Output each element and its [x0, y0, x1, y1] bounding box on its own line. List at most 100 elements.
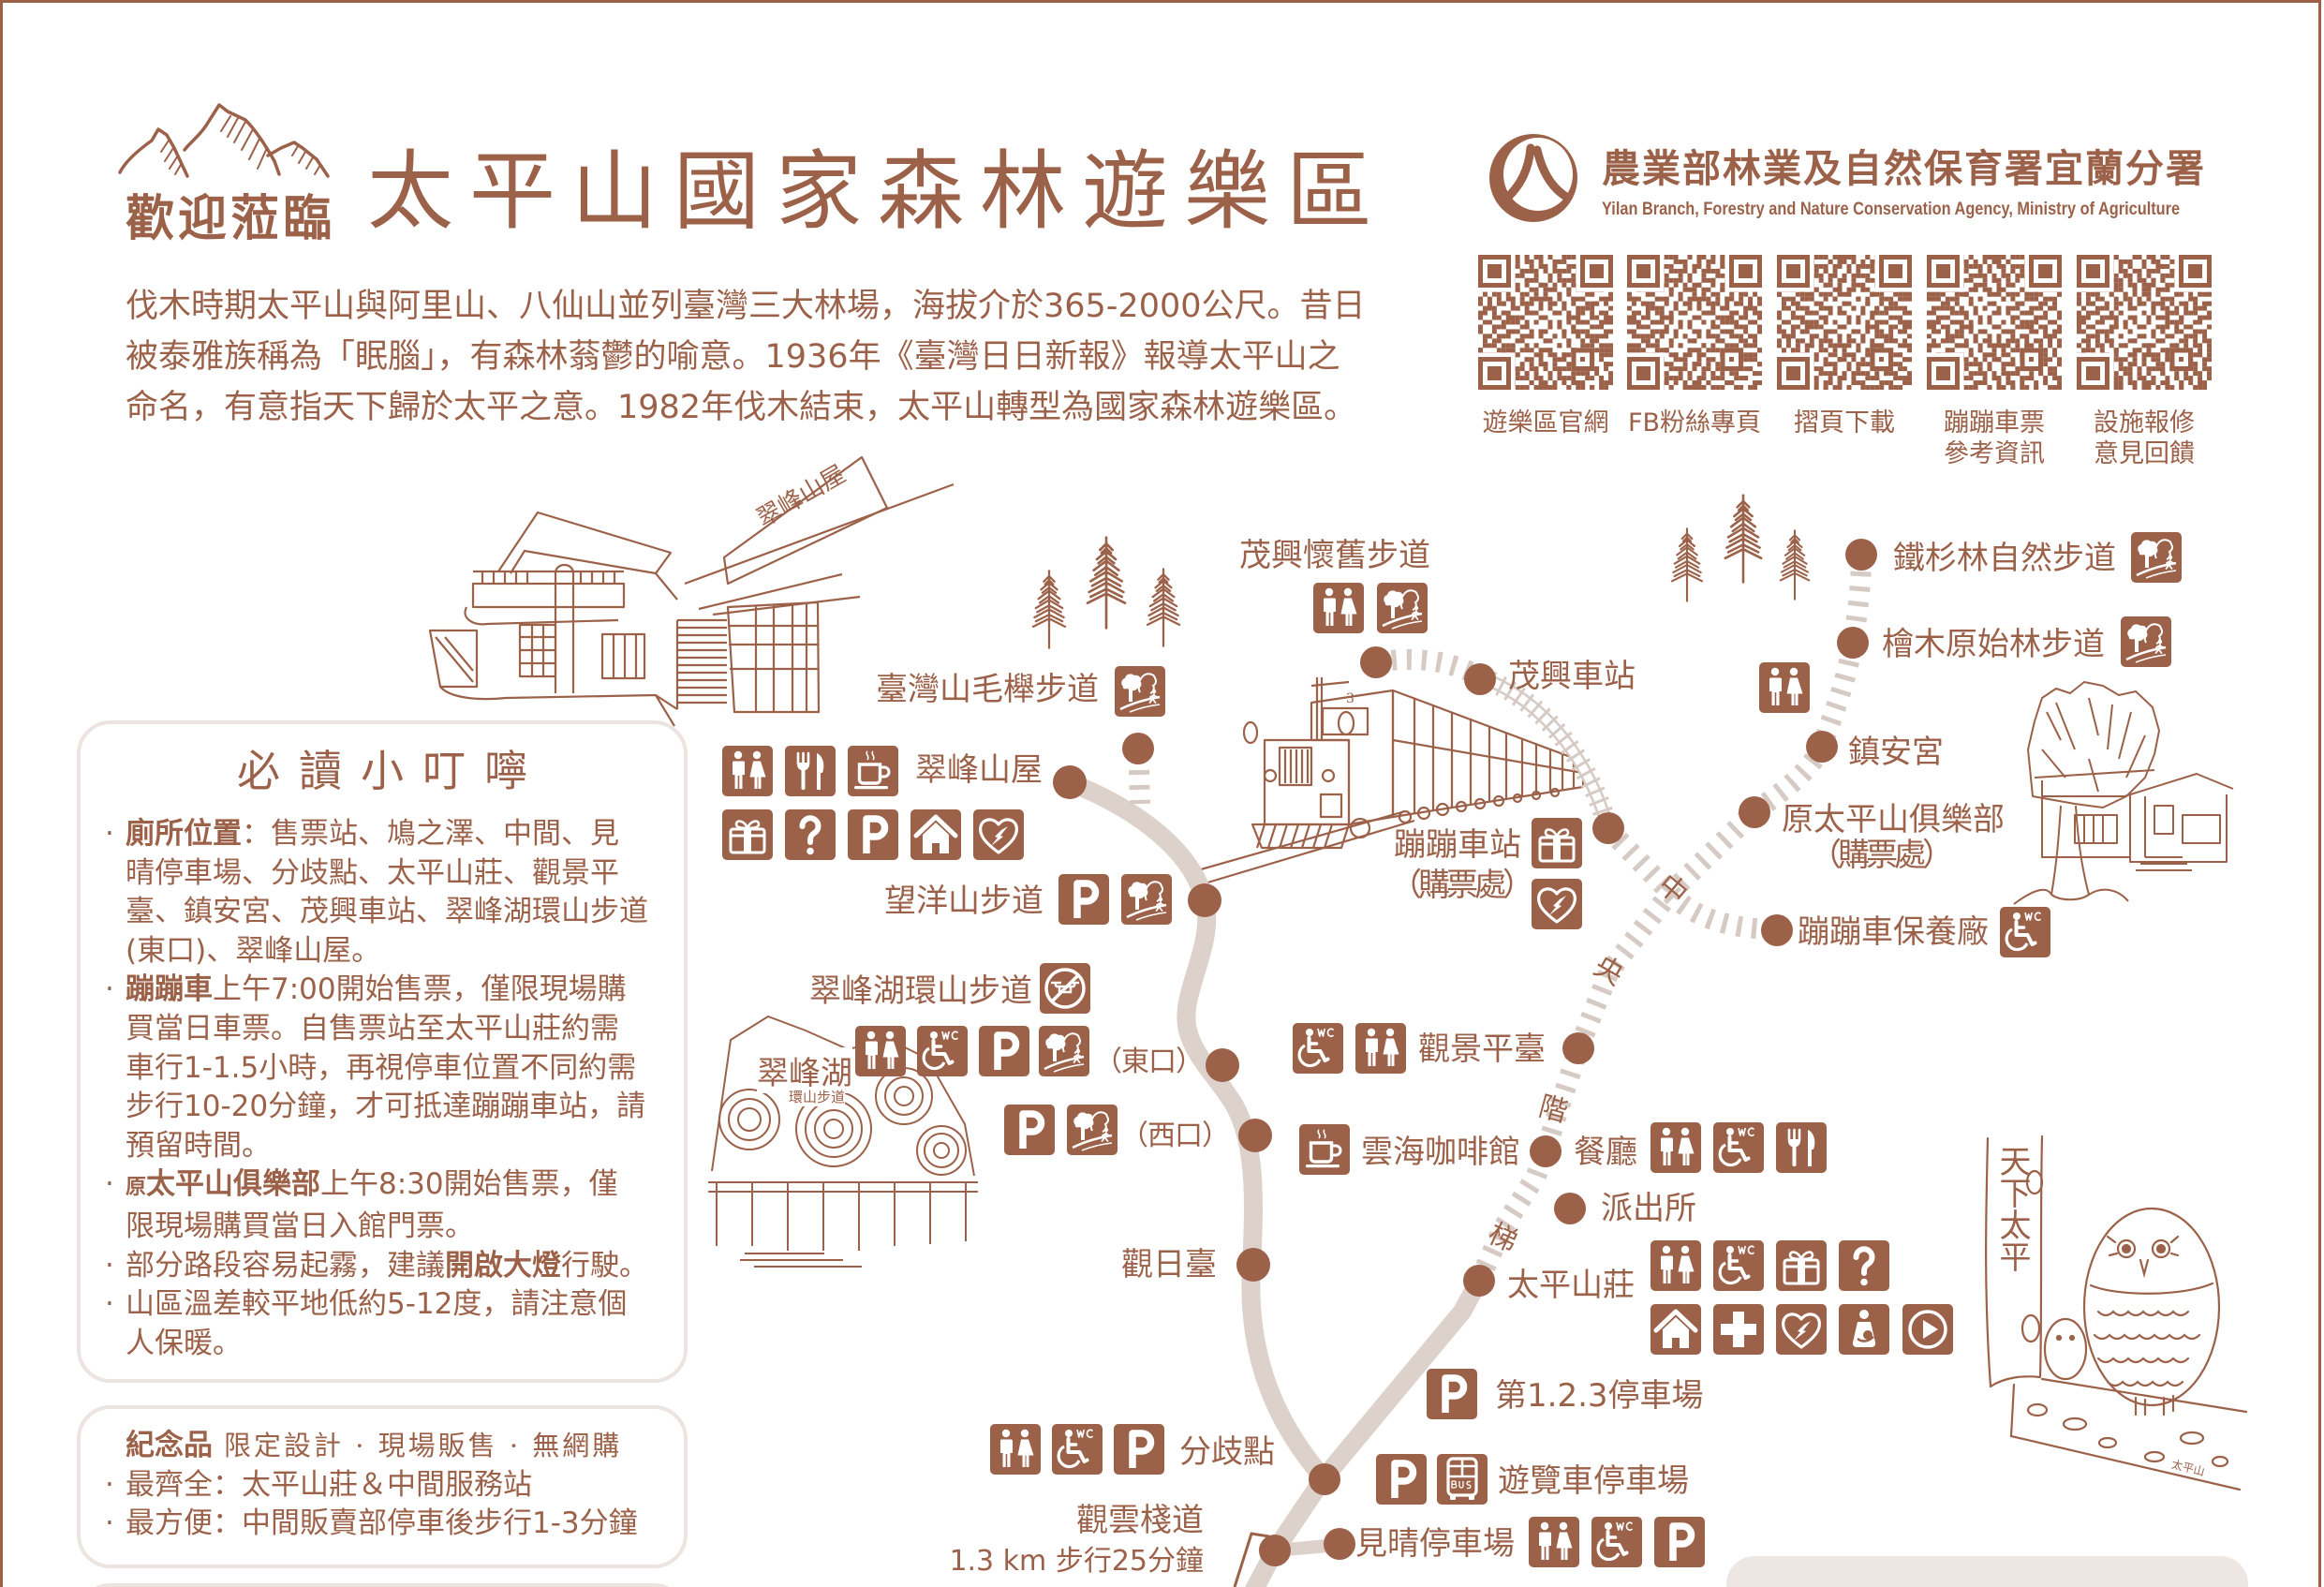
qr-label-facility-report: 設施報修 意見回饋	[2094, 408, 2195, 468]
intro-line: 伐木時期太平山與阿里山、八仙山並列臺灣三大林場，海拔介於365-2000公尺。昔…	[126, 288, 1366, 325]
marker-taipingshan-villa	[1463, 1265, 1495, 1297]
parking-icon	[848, 809, 898, 860]
accessible-restroom-icon	[1713, 1240, 1764, 1291]
parking-icon	[1376, 1454, 1427, 1505]
restroom-icon	[1650, 1240, 1701, 1291]
label-viewing-platform: 觀景平臺	[1418, 1031, 1546, 1068]
aed-icon	[973, 809, 1024, 860]
first-aid-icon	[1713, 1304, 1764, 1355]
qr-code-official-site	[1478, 255, 1613, 390]
gift-shop-icon	[1776, 1240, 1827, 1291]
marker-boardwalk	[1259, 1535, 1291, 1566]
accessible-restroom-icon	[2000, 907, 2050, 957]
hiking-trail-icon	[2131, 532, 2182, 583]
stair-trails	[1129, 555, 1872, 1285]
accessible-restroom-icon	[1052, 1424, 1103, 1475]
cuifeng-lake-sign-illustration	[708, 1015, 978, 1268]
accessible-restroom-icon	[1713, 1122, 1764, 1173]
hiking-trail-icon	[2121, 616, 2171, 667]
marker-fork-point	[1309, 1463, 1340, 1495]
play-video-icon	[1902, 1304, 1953, 1355]
agency-name-en: Yilan Branch, Forestry and Nature Conser…	[1602, 200, 2181, 219]
label-bongbong-depot: 蹦蹦車保養廠	[1798, 913, 1989, 951]
marker-maoxing-trail	[1360, 646, 1392, 678]
notice-title: 必讀小叮嚀	[237, 746, 546, 796]
railway	[1477, 667, 1619, 833]
label-sunrise-platform: 觀日臺	[1121, 1246, 1217, 1283]
marker-bongbong-depot	[1761, 914, 1793, 946]
label-wangyang-trail: 望洋山步道	[884, 882, 1044, 920]
qr-code-facebook	[1627, 255, 1762, 390]
restroom-icon	[1529, 1517, 1579, 1567]
page-title: 太平山國家森林遊樂區	[367, 141, 1389, 242]
hiking-trail-icon	[1039, 1026, 1089, 1076]
restroom-icon	[1759, 662, 1810, 713]
fir-trees-left-icon	[1031, 536, 1181, 649]
hiking-trail-icon	[1115, 666, 1165, 717]
label-parking-123: 第1.2.3停車場	[1495, 1377, 1704, 1415]
agency-name-zh: 農業部林業及自然保育署宜蘭分署	[1602, 146, 2206, 191]
notice-item: 山區溫差較平地低約5-12度，請注意個	[105, 1285, 648, 1325]
label-cloud-boardwalk: 觀雲棧道	[1076, 1502, 1204, 1539]
label-former-club-ticket: （購票處）	[1810, 837, 1954, 874]
lake-sign-subtitle: 環山步道	[789, 1087, 846, 1106]
lake-sign-title: 翠峰湖	[757, 1047, 852, 1093]
restroom-icon	[855, 1026, 906, 1076]
boardwalk-trail-line	[1233, 1532, 1270, 1587]
marker-maoxing-station	[1464, 663, 1496, 695]
no-drone-icon	[1040, 963, 1090, 1014]
info-box-bottom-right	[1726, 1556, 2248, 1587]
next-panel-edge	[77, 1583, 688, 1587]
label-bongbong-station: 蹦蹦車站	[1394, 826, 1521, 864]
marker-hemlock-trail	[1845, 539, 1877, 571]
restroom-icon	[1313, 583, 1364, 633]
label-jianqing-parking: 見晴停車場	[1355, 1525, 1515, 1563]
souvenir-item: 最方便：中間販賣部停車後步行1-3分鐘	[105, 1505, 638, 1544]
label-maoxing-station: 茂興車站	[1508, 658, 1636, 695]
nursing-room-icon	[1839, 1304, 1889, 1355]
gift-shop-icon	[722, 809, 773, 860]
train-number: 3	[1346, 691, 1354, 706]
cafe-icon	[1299, 1124, 1350, 1175]
marker-viewing-platform	[1562, 1032, 1594, 1064]
marker-zhenan-temple	[1806, 731, 1838, 763]
restroom-icon	[990, 1424, 1041, 1475]
notice-list: 廁所位置：售票站、鳩之澤、中間、見 晴停車場、分歧點、太平山莊、觀景平 臺、鎮安…	[105, 815, 648, 1363]
intro-line: 被泰雅族稱為「眠腦」，有森林蓊鬱的喻意。1936年《臺灣日日新報》報導太平山之	[126, 338, 1340, 376]
label-cypress-trail: 檜木原始林步道	[1882, 626, 2105, 663]
label-taiwan-beech-trail: 臺灣山毛櫸步道	[876, 671, 1099, 708]
accessible-restroom-icon	[1591, 1517, 1642, 1567]
label-maoxing-nostalgic-trail: 茂興懷舊步道	[1239, 537, 1430, 574]
marker-cypress-trail	[1837, 627, 1869, 659]
intro-line: 命名，有意指天下歸於太平之意。1982年伐木結束，太平山轉型為國家森林遊樂區。	[126, 389, 1357, 426]
marker-bongbong-station	[1592, 812, 1624, 844]
hiking-trail-icon	[1067, 1105, 1118, 1155]
parking-icon	[1058, 874, 1109, 925]
label-cuifeng-lake-trail: 翠峰湖環山步道	[809, 972, 1032, 1010]
label-restaurant: 餐廳	[1574, 1134, 1637, 1171]
hiking-trail-icon	[1377, 583, 1428, 633]
agency-logo	[1489, 134, 1577, 222]
hiking-trail-icon	[1121, 874, 1172, 925]
restroom-icon	[1650, 1122, 1701, 1173]
label-cuifeng-lodge: 翠峰山屋	[915, 751, 1043, 789]
marker-jianqing-parking	[1324, 1528, 1355, 1560]
marker-taiwan-beech-trail	[1122, 733, 1154, 764]
qr-code-brochure	[1777, 255, 1912, 390]
bus-icon	[1437, 1454, 1488, 1505]
marker-cuifeng-lodge	[1053, 765, 1087, 799]
information-icon	[785, 809, 836, 860]
qr-code-facility-report	[2077, 255, 2212, 390]
label-hemlock-trail: 鐵杉林自然步道	[1893, 540, 2116, 577]
label-former-club: 原太平山俱樂部	[1782, 801, 2005, 838]
label-police-station: 派出所	[1601, 1190, 1696, 1227]
parking-icon	[1427, 1369, 1477, 1419]
marker-lake-east	[1206, 1048, 1239, 1082]
restroom-icon	[722, 746, 773, 796]
accessible-restroom-icon	[1293, 1023, 1343, 1074]
notice-item: 部分路段容易起霧，建議開啟大燈行駛。	[105, 1247, 648, 1286]
label-zhenan-temple: 鎮安宮	[1848, 734, 1944, 771]
